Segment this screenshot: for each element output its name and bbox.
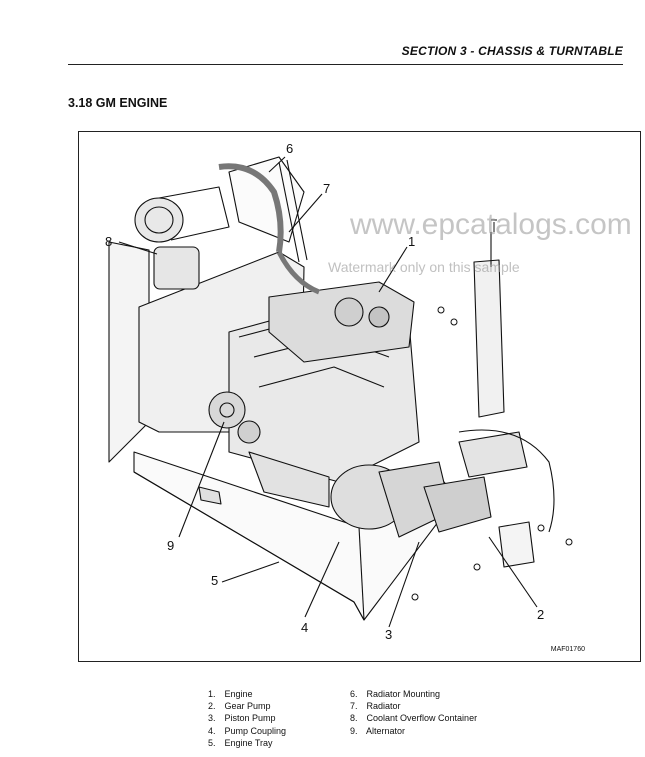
callout-9: 9: [167, 538, 174, 553]
legend-item: 1. Engine: [208, 689, 253, 699]
legend-column-2: 6. Radiator Mounting 7. Radiator 8. Cool…: [350, 688, 477, 737]
callout-3: 3: [385, 627, 392, 642]
legend-item: 3. Piston Pump: [208, 713, 276, 724]
legend-item: 4. Pump Coupling: [208, 725, 287, 736]
engine-drawing: 6 7 8 1 9 5 4 3 2: [105, 141, 573, 642]
callout-5: 5: [211, 573, 218, 588]
callout-7: 7: [323, 181, 330, 196]
section-title: 3.18 GM ENGINE: [68, 96, 168, 110]
header-rule: [68, 64, 623, 65]
watermark-note: Watermark only on this sample: [328, 259, 520, 275]
callout-6: 6: [286, 141, 293, 156]
callout-8: 8: [105, 234, 112, 249]
figure-code: MAF01760: [550, 646, 585, 653]
legend-item: 6. Radiator Mounting: [350, 689, 441, 699]
legend-item: 9. Alternator: [350, 725, 406, 736]
figure-frame: 6 7 8 1 9 5 4 3 2 MAF01760: [78, 131, 641, 662]
callout-1: 1: [408, 234, 415, 249]
section-header: SECTION 3 - CHASSIS & TURNTABLE: [401, 44, 623, 58]
legend-item: 7. Radiator: [350, 701, 401, 712]
legend-item: 2. Gear Pump: [208, 701, 271, 712]
watermark: www.epcatalogs.com: [350, 208, 632, 241]
legend-item: 8. Coolant Overflow Container: [350, 713, 478, 724]
legend-column-1: 1. Engine 2. Gear Pump 3. Piston Pump 4.…: [208, 688, 286, 749]
callout-4: 4: [301, 620, 308, 635]
callout-2: 2: [537, 607, 544, 622]
legend-item: 5. Engine Tray: [208, 737, 273, 748]
